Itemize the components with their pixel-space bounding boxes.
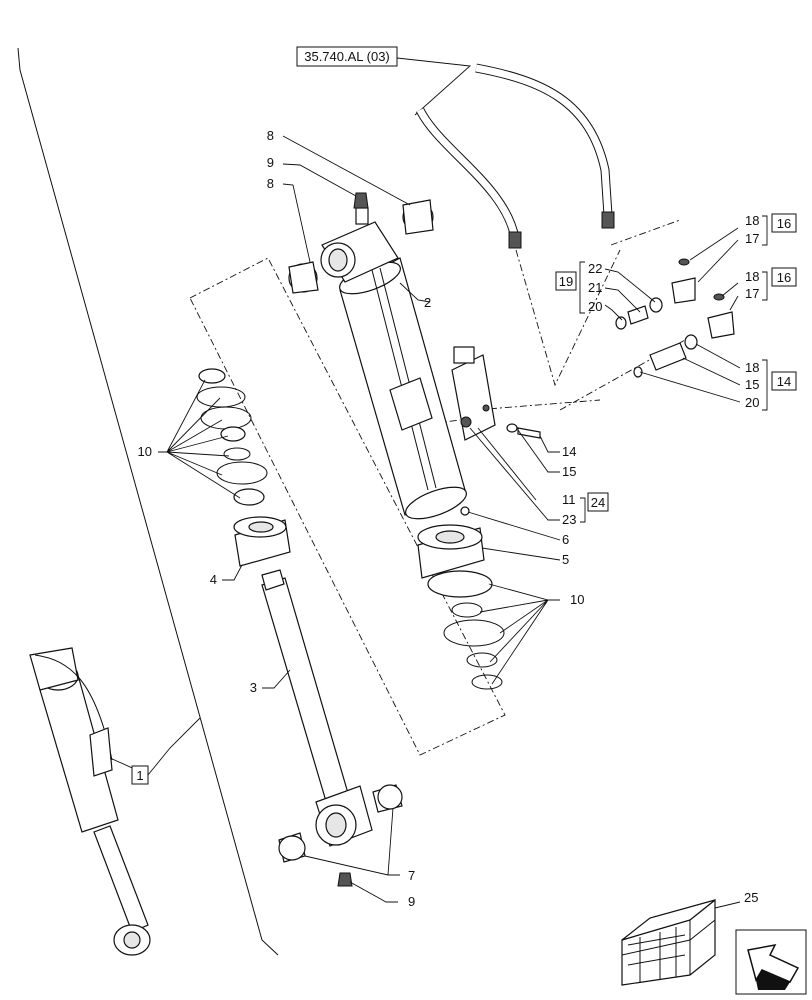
callout-15-b[interactable]: 15	[745, 377, 759, 392]
piston-head	[417, 506, 485, 579]
callout-9-bottom[interactable]: 9	[408, 894, 415, 909]
callout-8-left[interactable]: 8	[267, 176, 274, 191]
callout-9-top[interactable]: 9	[267, 155, 274, 170]
assembled-cylinder	[29, 647, 151, 956]
leader-lines	[109, 135, 741, 909]
callout-6[interactable]: 6	[562, 532, 569, 547]
callout-14[interactable]: 14	[562, 444, 576, 459]
reference-box[interactable]	[296, 46, 398, 67]
callout-19: 19	[559, 274, 573, 289]
hydraulic-hose-left	[415, 107, 522, 249]
bracket-16a	[762, 215, 768, 246]
callout-11[interactable]: 11	[562, 492, 576, 507]
ref-box-19[interactable]	[555, 271, 577, 291]
grease-nipple-top	[353, 192, 369, 209]
piston-rod	[261, 569, 373, 847]
assembly-dash-right	[419, 219, 686, 426]
callout-10-right[interactable]: 10	[570, 592, 584, 607]
grease-nipple-bottom	[337, 872, 353, 887]
callout-15[interactable]: 15	[562, 464, 576, 479]
callout-7[interactable]: 7	[408, 868, 415, 883]
ref-box-16-b[interactable]	[771, 267, 797, 287]
hydraulic-hose-right	[475, 63, 615, 229]
callout-4[interactable]: 4	[210, 572, 217, 587]
callout-10-left[interactable]: 10	[138, 444, 152, 459]
reference-label: 35.740.AL (03)	[304, 49, 390, 64]
bushing-top	[402, 199, 434, 235]
callout-17-b[interactable]: 17	[745, 286, 759, 301]
ref-box-16-a[interactable]	[771, 213, 797, 233]
callout-1: 1	[136, 768, 143, 783]
ref-box-1[interactable]	[131, 765, 149, 785]
fittings-lower	[633, 293, 735, 378]
callout-18-a[interactable]: 18	[745, 213, 759, 228]
callout-5[interactable]: 5	[562, 552, 569, 567]
bushing-rod-left	[278, 832, 306, 863]
callout-23[interactable]: 23	[562, 512, 576, 527]
assembly-dash-left	[189, 257, 506, 756]
piston-gland	[233, 516, 291, 567]
callout-17-a[interactable]: 17	[745, 231, 759, 246]
arrow-navigation-icon[interactable]	[735, 929, 807, 995]
callout-16-a: 16	[777, 216, 791, 231]
callout-8-top[interactable]: 8	[267, 128, 274, 143]
bracket-16b	[762, 271, 768, 301]
ref-box-24[interactable]	[587, 492, 609, 512]
screw	[517, 427, 541, 439]
callout-3[interactable]: 3	[250, 680, 257, 695]
callout-25[interactable]: 25	[744, 890, 758, 905]
crate-icon	[621, 898, 716, 986]
callout-21[interactable]: 21	[588, 280, 602, 295]
callout-20-upper[interactable]: 20	[588, 299, 602, 314]
cylinder-barrel	[320, 207, 467, 520]
callout-14-b: 14	[777, 374, 791, 389]
callout-18-c[interactable]: 18	[745, 360, 759, 375]
callout-2[interactable]: 2	[424, 295, 431, 310]
callout-22[interactable]: 22	[588, 261, 602, 276]
callout-24: 24	[591, 495, 605, 510]
callout-18-b[interactable]: 18	[745, 269, 759, 284]
ref-box-14[interactable]	[771, 371, 797, 391]
seal-kit-left	[196, 368, 268, 506]
frame-line	[17, 47, 279, 956]
fittings-upper	[615, 258, 696, 330]
bushing-left	[288, 261, 319, 294]
callout-20-lower[interactable]: 20	[745, 395, 759, 410]
seal-kit-right	[427, 570, 505, 690]
reference-leader	[396, 57, 472, 116]
valve-block	[451, 346, 496, 441]
bracket-14	[762, 359, 768, 411]
bracket-24	[580, 497, 586, 523]
bracket-19	[579, 261, 585, 314]
callout-16-b: 16	[777, 270, 791, 285]
bushing-rod-right	[372, 784, 403, 813]
